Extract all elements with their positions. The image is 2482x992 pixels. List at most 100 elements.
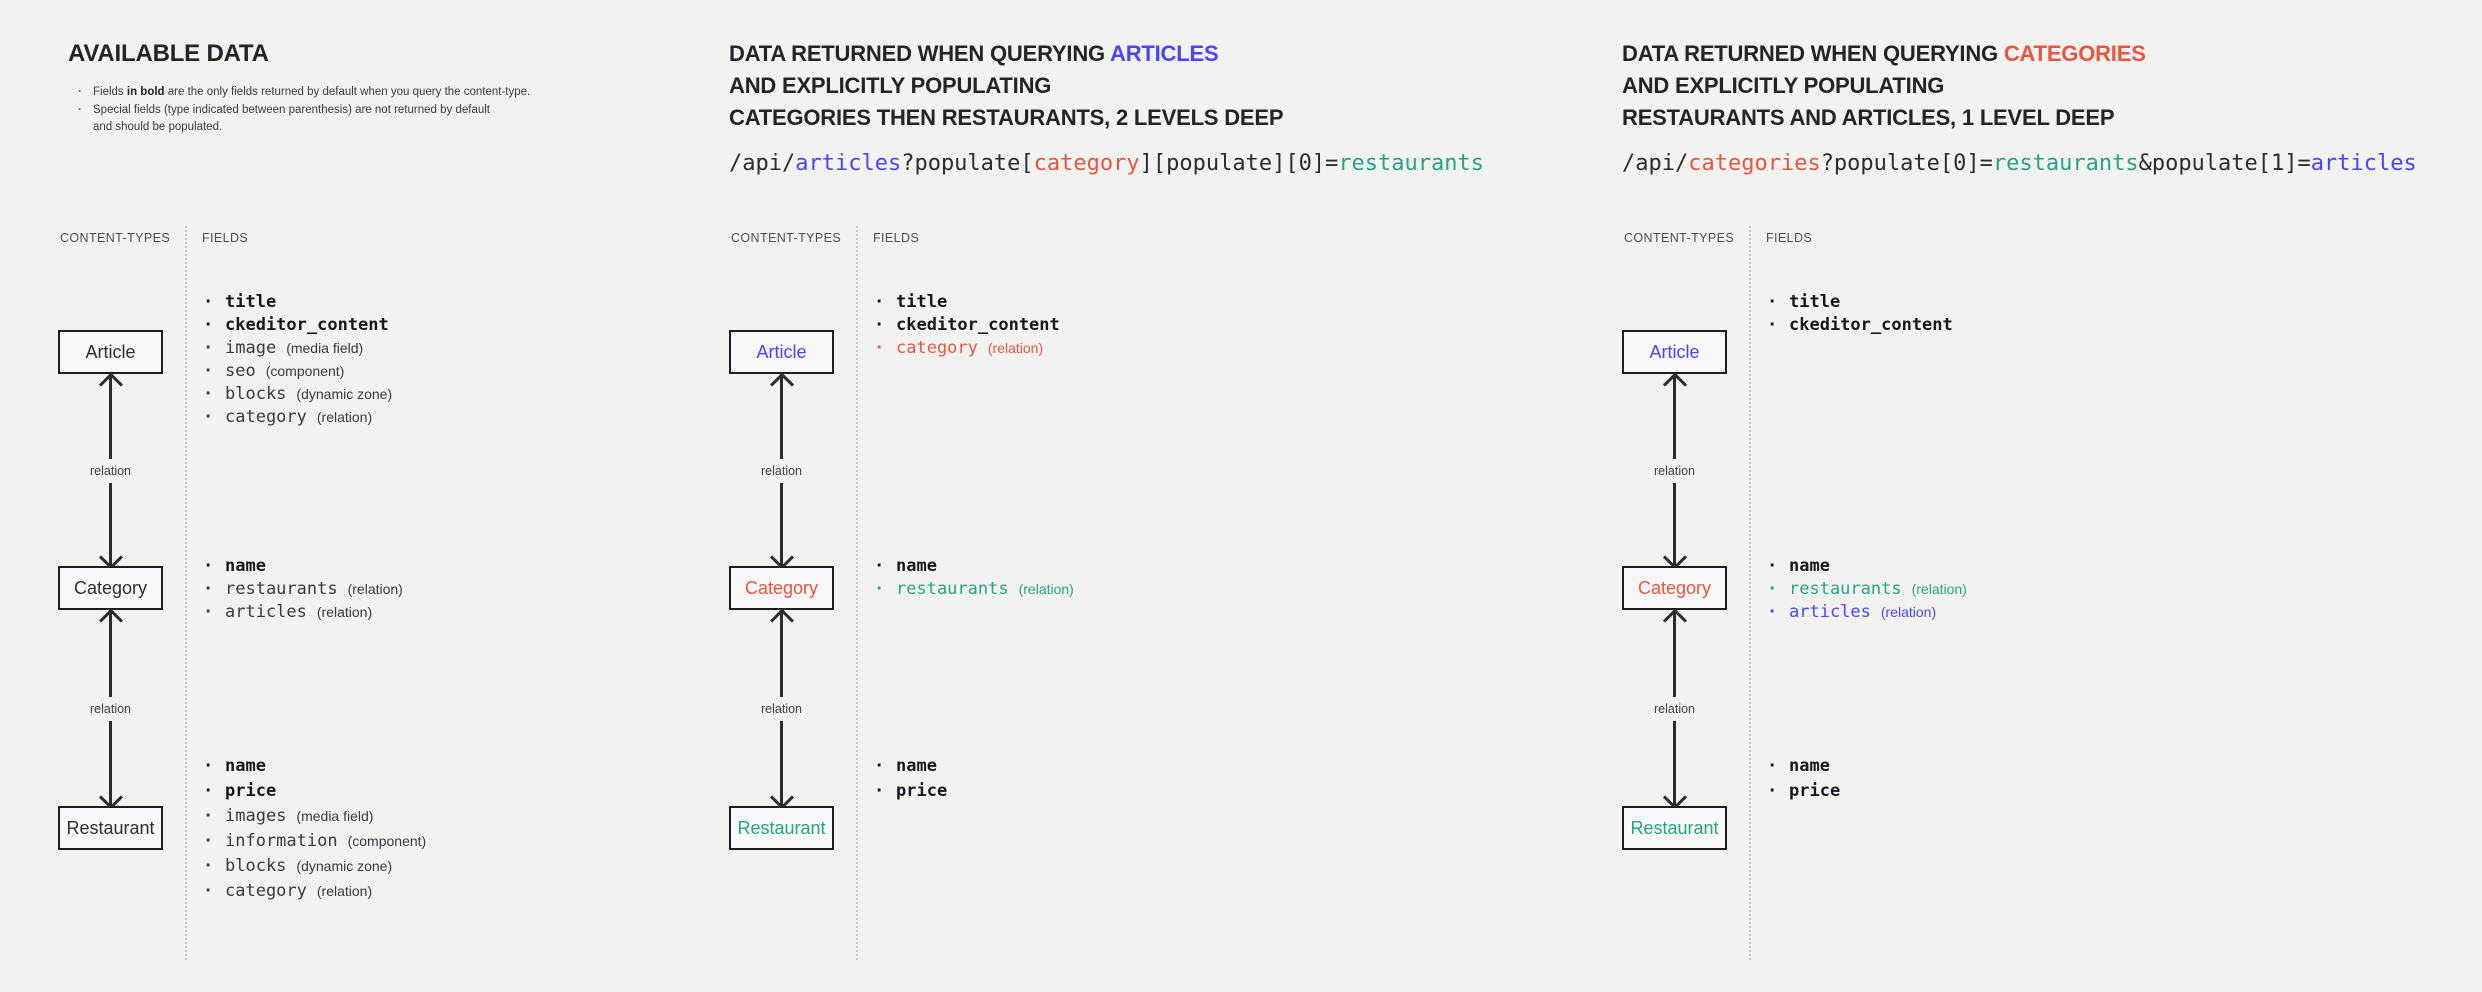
- field-name: ckeditor_content: [225, 315, 389, 335]
- fields-column-label: FIELDS: [1766, 231, 1813, 245]
- column-divider: [856, 226, 858, 960]
- panel-available-data: AVAILABLE DATA Fields in bold are the on…: [58, 0, 658, 992]
- field-name: blocks: [225, 856, 287, 876]
- field-item: title: [1766, 291, 1953, 314]
- content-type-box-category: Category: [729, 566, 834, 610]
- field-name: restaurants: [1789, 579, 1902, 599]
- content-type-label: Article: [85, 341, 136, 362]
- field-item: name: [202, 555, 403, 578]
- url-segment: restaurants: [1338, 151, 1485, 176]
- field-name: name: [896, 556, 937, 576]
- field-type-annotation: (relation): [1880, 604, 1937, 620]
- relation-label: relation: [1651, 459, 1698, 483]
- relation-label: relation: [87, 459, 134, 483]
- url-segment: ?populate[: [901, 151, 1034, 176]
- bullet-icon: [873, 779, 896, 804]
- field-type-annotation: (media field): [296, 808, 374, 824]
- fields-list-restaurant: name price: [1766, 754, 1840, 804]
- field-type-annotation: (relation): [1018, 581, 1074, 597]
- bullet-icon: [202, 406, 225, 429]
- fields-list-article: title ckeditor_content image (media field…: [202, 291, 392, 429]
- field-type-annotation: (relation): [316, 604, 373, 620]
- field-name: image: [225, 338, 277, 358]
- bullet-icon: [202, 879, 225, 904]
- url-segment: category: [1033, 151, 1140, 176]
- api-url: /api/categories?populate[0]=restaurants&…: [1622, 150, 2417, 178]
- field-item: information (component): [202, 829, 426, 854]
- field-item: name: [1766, 754, 1840, 779]
- field-item: category(relation): [202, 406, 392, 429]
- field-item: name: [1766, 555, 1967, 578]
- bullet-icon: [202, 854, 225, 879]
- page-title: AVAILABLE DATA: [68, 40, 269, 67]
- field-name: price: [896, 781, 948, 801]
- field-item: articles (relation): [1766, 601, 1967, 624]
- field-name: restaurants: [896, 579, 1009, 599]
- bullet-icon: [78, 84, 82, 102]
- field-type-annotation: (dynamic zone): [296, 386, 393, 402]
- fields-list-restaurant: name price: [873, 754, 947, 804]
- field-name: category: [225, 881, 307, 901]
- field-item: image (media field): [202, 337, 392, 360]
- content-type-label: Restaurant: [737, 817, 826, 838]
- url-segment: categories: [1688, 151, 1821, 176]
- content-type-label: Article: [1649, 341, 1700, 362]
- bullet-icon: [873, 314, 896, 337]
- url-segment: /api/: [729, 151, 796, 176]
- bullet-icon: [202, 337, 225, 360]
- field-type-annotation: (relation): [1911, 581, 1967, 597]
- content-types-column-label: CONTENT-TYPES: [1624, 231, 1735, 245]
- field-item: blocks (dynamic zone): [202, 854, 426, 879]
- field-item: restaurants(relation): [202, 578, 403, 601]
- field-name: images: [225, 806, 287, 826]
- field-name: blocks: [225, 384, 287, 404]
- field-type-annotation: (relation): [316, 883, 373, 899]
- field-type-annotation: (media field): [286, 340, 364, 356]
- relation-label: relation: [758, 697, 805, 721]
- field-name: name: [896, 756, 937, 776]
- fields-column-label: FIELDS: [873, 231, 920, 245]
- relation-arrow: relation: [87, 372, 134, 570]
- bullet-icon: [78, 102, 82, 120]
- fields-list-category: name restaurants (relation) articles (rela…: [1766, 555, 1967, 624]
- bullet-icon: [873, 555, 896, 578]
- fields-list-category: name restaurants (relation): [873, 555, 1074, 601]
- field-name: articles: [1789, 602, 1871, 622]
- bullet-icon: [873, 578, 896, 601]
- relation-label: relation: [1651, 697, 1698, 721]
- field-name: articles: [225, 602, 307, 622]
- field-item: price: [873, 779, 947, 804]
- bullet-icon: [202, 829, 225, 854]
- title-text: DATA RETURNED WHEN QUERYING: [1622, 41, 2004, 66]
- panel-query-articles: DATA RETURNED WHEN QUERYING ARTICLES AND…: [729, 0, 1599, 992]
- page-title: DATA RETURNED WHEN QUERYING CATEGORIES A…: [1622, 38, 2146, 134]
- field-name: information: [225, 831, 338, 851]
- field-item: blocks (dynamic zone): [202, 383, 392, 406]
- url-segment: &populate[1]=: [2138, 151, 2311, 176]
- field-type-annotation: (component): [347, 833, 427, 849]
- title-highlight: CATEGORIES: [2003, 41, 2146, 66]
- bullet-icon: [202, 779, 225, 804]
- content-type-box-restaurant: Restaurant: [1622, 806, 1727, 850]
- content-type-box-category: Category: [1622, 566, 1727, 610]
- arrowhead-up-icon: [1662, 372, 1687, 397]
- note-text-line2: and should be populated.: [93, 121, 223, 133]
- title-text: AND EXPLICITLY POPULATING: [1622, 73, 1945, 98]
- field-name: category: [896, 338, 978, 358]
- field-item: name: [873, 754, 947, 779]
- field-type-annotation: (dynamic zone): [296, 858, 393, 874]
- field-name: ckeditor_content: [1789, 315, 1953, 335]
- field-name: title: [225, 292, 277, 312]
- bullet-icon: [202, 291, 225, 314]
- content-type-label: Category: [744, 577, 819, 598]
- bullet-icon: [202, 754, 225, 779]
- note-text: Special fields (type indicated between p…: [93, 103, 490, 116]
- content-types-column-label: CONTENT-TYPES: [731, 231, 842, 245]
- relation-arrow: relation: [758, 608, 805, 810]
- bullet-icon: [1766, 555, 1789, 578]
- bullet-icon: [202, 601, 225, 624]
- bullet-icon: [202, 578, 225, 601]
- url-segment: ][populate][0]=: [1139, 151, 1339, 176]
- field-item: ckeditor_content: [202, 314, 392, 337]
